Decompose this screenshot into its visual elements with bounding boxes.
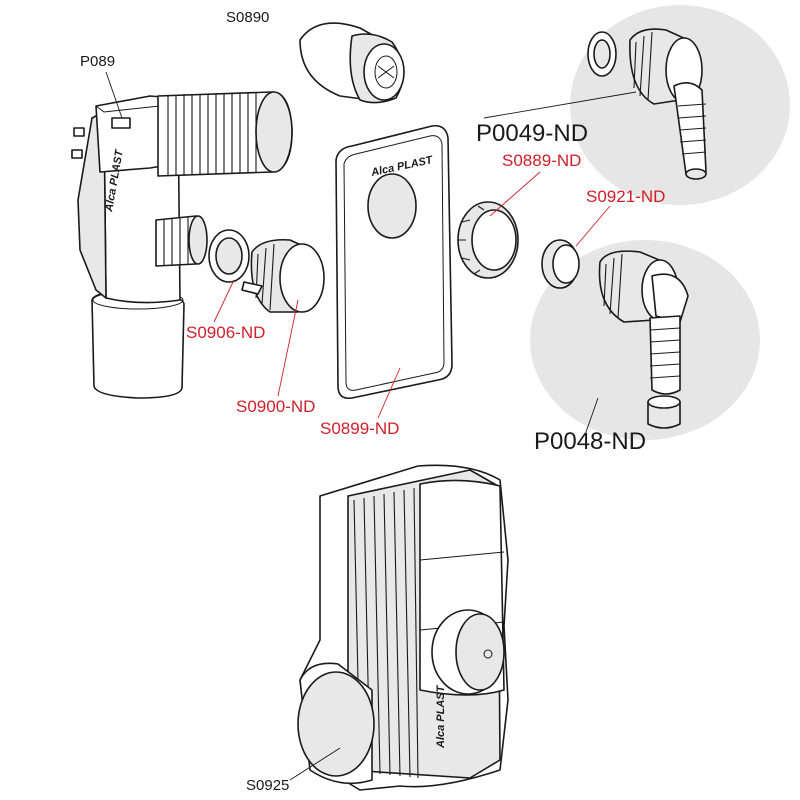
installation-box-s0925: Alca PLAST (297, 464, 509, 791)
cover-plate-s0899: Alca PLAST (335, 124, 453, 400)
siphon-body-p089: Alca PLAST (71, 91, 293, 399)
brand-mark-box: Alca PLAST (435, 684, 447, 749)
label-p0048-nd: P0048-ND (534, 428, 647, 455)
label-s0899-nd: S0899-ND (320, 419, 400, 438)
label-s0900-nd: S0900-ND (236, 397, 316, 416)
label-s0925: S0925 (246, 777, 290, 794)
hose-connector-p0048 (598, 250, 689, 429)
cap-nut-s0900 (241, 238, 325, 313)
leader-lines (105, 71, 637, 781)
lock-nut-s0889 (457, 201, 519, 279)
highlight-p0048 (530, 240, 760, 440)
hose-connector-p0049 (587, 28, 707, 180)
label-s0889-nd: S0889-ND (502, 151, 582, 170)
reducer-ring-s0921 (541, 239, 580, 289)
label-s0906-nd: S0906-ND (186, 323, 266, 342)
label-p0049-nd: P0049-ND (476, 120, 589, 147)
label-p089: P089 (80, 53, 116, 70)
cap-s0890 (299, 22, 405, 104)
label-s0890: S0890 (226, 9, 270, 26)
gasket-s0906 (208, 229, 250, 283)
label-s0921-nd: S0921-ND (586, 187, 666, 206)
